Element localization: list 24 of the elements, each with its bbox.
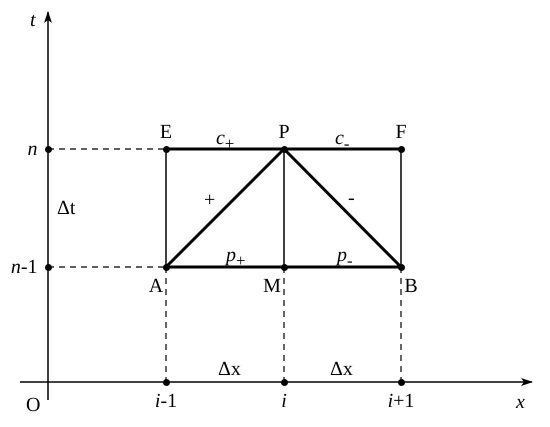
- grid-point: F: [389, 122, 413, 153]
- interval-label: Δx: [330, 359, 353, 379]
- axis-label: x: [516, 392, 525, 412]
- grid-point: M: [264, 264, 304, 296]
- edge-label: +: [204, 190, 216, 210]
- grid-point: i-1: [146, 378, 186, 410]
- grid-point: A: [146, 264, 186, 296]
- grid-point: i+1: [381, 378, 421, 410]
- line: [164, 148, 286, 268]
- grid-point: n-1: [4, 256, 52, 278]
- edge-label: p$_{+}$: [226, 245, 246, 270]
- grid-point: n: [4, 138, 52, 160]
- edge-label: c$_{+}$: [216, 128, 234, 153]
- edge-label: c$_{-}$: [335, 128, 350, 153]
- grid-point: E: [154, 122, 178, 153]
- origin-label: O: [26, 395, 40, 415]
- grid-point: P: [272, 122, 296, 153]
- edge-label: p$_{-}$: [337, 245, 353, 270]
- grid-point: B: [381, 264, 421, 296]
- axis-label: t: [30, 10, 36, 30]
- interval-label: Δx: [218, 359, 241, 379]
- grid-point: i: [264, 378, 304, 410]
- edge-label: -: [348, 188, 355, 208]
- interval-label: Δt: [57, 198, 76, 218]
